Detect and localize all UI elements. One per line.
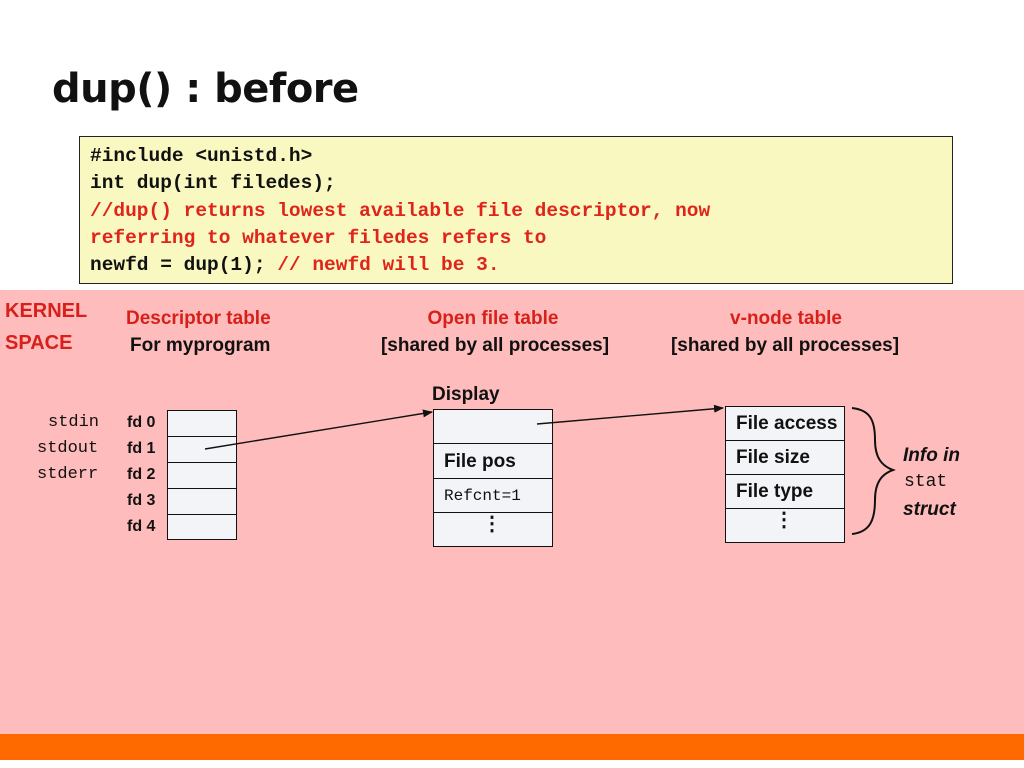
open-file-table-sub: [shared by all processes] — [380, 335, 610, 356]
code-block: #include <unistd.h> int dup(int filedes)… — [79, 136, 953, 284]
curly-brace-icon — [851, 407, 896, 535]
footer-bar — [0, 734, 1024, 760]
vnode-row-label: File access — [736, 413, 838, 434]
kernel-label-line2: SPACE — [5, 332, 73, 354]
file-pos-label: File pos — [444, 451, 516, 472]
code-signature-line: int dup(int filedes); — [90, 172, 336, 195]
code-call-line: newfd = dup(1); // newfd will be 3. — [90, 252, 952, 279]
fd-label: fd 3 — [127, 492, 156, 509]
fd-label: fd 4 — [127, 518, 156, 535]
code-comment-line-1: //dup() returns lowest available file de… — [90, 199, 711, 222]
descriptor-table-sub: For myprogram — [130, 335, 271, 356]
open-file-pos-cell: File pos — [433, 443, 553, 479]
vnode-table-sub: [shared by all processes] — [670, 335, 900, 356]
vnode-more-cell: ⋮ — [725, 508, 845, 543]
vnode-row-label: File type — [736, 481, 814, 502]
code-call: newfd = dup(1); — [90, 254, 278, 277]
fd-label: fd 0 — [127, 414, 156, 431]
std-name-stdin: stdin — [48, 413, 100, 432]
descriptor-slot-fd2 — [167, 462, 237, 489]
info-label-stat: stat — [904, 472, 948, 492]
vnode-row-label: File size — [736, 447, 810, 468]
refcnt-label: Refcnt=1 — [444, 487, 521, 505]
descriptor-slot-fd4 — [167, 514, 237, 540]
page-title: dup() : before — [52, 66, 359, 112]
descriptor-table-header: Descriptor table — [126, 308, 271, 329]
std-name-stdout: stdout — [37, 439, 99, 458]
pointer-open-file-to-vnode — [536, 404, 724, 425]
info-label-line3: struct — [903, 499, 956, 520]
vnode-table-header: v-node table — [730, 308, 842, 329]
std-name-stderr: stderr — [37, 465, 99, 484]
open-file-entry-name: Display — [432, 384, 500, 405]
pointer-fd1-to-open-file — [204, 409, 433, 450]
open-file-slot-top — [433, 409, 553, 444]
open-file-table-header: Open file table — [427, 308, 559, 329]
open-file-refcnt-cell: Refcnt=1 — [433, 478, 553, 513]
kernel-label-line1: KERNEL — [5, 300, 88, 322]
code-comment-line-2: referring to whatever filedes refers to — [90, 226, 547, 249]
code-call-comment: // newfd will be 3. — [277, 254, 500, 277]
fd-label: fd 1 — [127, 440, 156, 457]
fd-label: fd 2 — [127, 466, 156, 483]
open-file-more-cell: ⋮ — [433, 512, 553, 547]
code-include-line: #include <unistd.h> — [90, 145, 313, 167]
info-label-line1: Info in — [903, 445, 960, 466]
